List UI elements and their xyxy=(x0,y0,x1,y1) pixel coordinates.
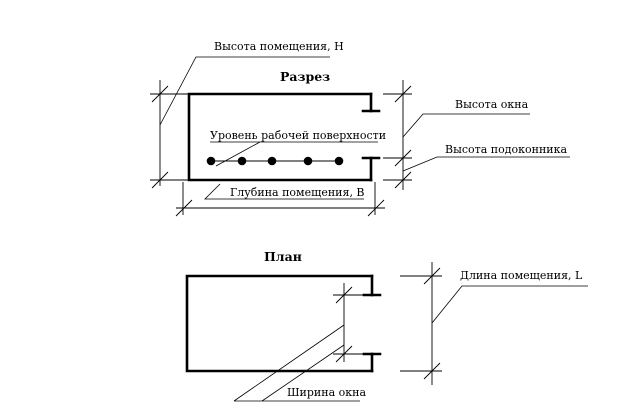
window-width-leader-1 xyxy=(233,324,345,402)
room-depth-label: Глубина помещения, В xyxy=(230,186,365,199)
work-point xyxy=(303,156,313,166)
section-view: Разрез Уровень рабочей поверхности Высот… xyxy=(150,40,570,217)
sill-height-label: Высота подоконника xyxy=(445,143,567,156)
section-title: Разрез xyxy=(280,69,330,84)
work-point xyxy=(206,156,216,166)
section-room-outline xyxy=(187,92,373,182)
plan-view: План Ширина окна Длина помещения, L xyxy=(185,249,588,402)
window-width-tick-top xyxy=(335,286,353,304)
room-height-label: Высота помещения, H xyxy=(214,40,344,53)
plan-room-outline xyxy=(185,274,374,373)
height-tick-top xyxy=(151,85,169,103)
room-height-leader xyxy=(159,56,330,126)
room-length-leader xyxy=(431,285,588,324)
work-point xyxy=(237,156,247,166)
sill-height-leader xyxy=(402,156,570,172)
window-tick-sill xyxy=(394,149,412,167)
window-width-label: Ширина окна xyxy=(287,386,366,399)
work-point xyxy=(267,156,277,166)
room-depth-leader xyxy=(204,183,364,200)
depth-tick-right xyxy=(367,199,385,217)
work-point xyxy=(334,156,344,166)
height-tick-bottom xyxy=(151,171,169,189)
length-tick-bottom xyxy=(423,362,441,380)
window-tick-floor xyxy=(394,171,412,189)
window-height-label: Высота окна xyxy=(455,98,529,111)
work-surface-leader xyxy=(215,141,261,167)
window-width-tick-bottom xyxy=(335,345,353,363)
work-surface-label: Уровень рабочей поверхности xyxy=(210,129,386,142)
window-width-leader-2 xyxy=(261,344,345,402)
plan-title: План xyxy=(264,249,302,264)
window-tick-top xyxy=(394,85,412,103)
length-tick-top xyxy=(423,267,441,285)
depth-tick-left xyxy=(175,199,193,217)
window-height-leader xyxy=(402,113,530,138)
room-length-label: Длина помещения, L xyxy=(460,269,583,282)
